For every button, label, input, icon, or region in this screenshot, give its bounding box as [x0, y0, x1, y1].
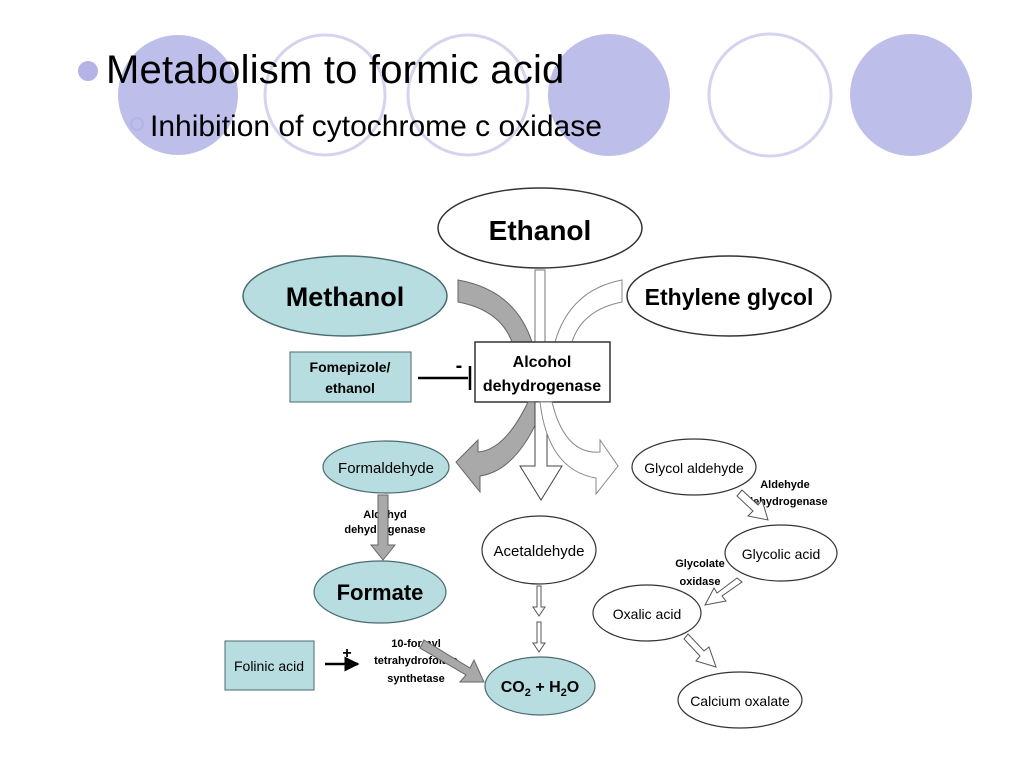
methanol-label: Methanol	[286, 282, 405, 312]
bullet-sub-text: Inhibition of cytochrome c oxidase	[150, 110, 602, 143]
bg-circle-5	[707, 32, 833, 158]
co2-h2o-node	[484, 656, 596, 716]
h2o-o: O	[567, 679, 579, 696]
synthetase-label-line3: synthetase	[387, 673, 444, 685]
bullet-dot-icon	[78, 60, 98, 81]
co2-text: CO	[501, 679, 525, 696]
methanol-to-adh-arrow	[457, 279, 533, 343]
formate-label: Formate	[337, 580, 424, 605]
bullet-ring-icon	[130, 117, 144, 131]
bg-circle-2	[263, 33, 387, 157]
folinic-acid-label: Folinic acid	[234, 658, 304, 674]
methanol-node	[242, 255, 448, 337]
oxalic-acid-label: Oxalic acid	[613, 606, 681, 622]
oxalic-to-calcium-arrow	[683, 633, 717, 668]
calcium-oxalate-label: Calcium oxalate	[690, 693, 790, 709]
adh-label-line2: dehydrogenase	[483, 378, 601, 395]
inhibit-sign: -	[456, 355, 463, 377]
ethylene-glycol-label: Ethylene glycol	[645, 284, 814, 310]
adh-to-glycol-aldehyde-arrow	[539, 401, 619, 496]
glycol-to-adh-arrow	[554, 279, 623, 343]
bullet-main: Metabolism to formic acid	[78, 48, 564, 93]
co2-h2o-label: CO2 + H2O	[501, 679, 580, 699]
oxalic-acid-node	[592, 584, 702, 642]
glycolic-acid-node	[724, 524, 838, 582]
bullet-main-text: Metabolism to formic acid	[106, 48, 565, 92]
glycolic-acid-label: Glycolic acid	[742, 546, 821, 562]
inhibitor-label-line2: ethanol	[325, 380, 375, 396]
bg-circle-3	[406, 33, 530, 157]
inhibitor-box	[289, 351, 412, 403]
acetaldehyde-to-co2-arrow-2	[532, 621, 546, 653]
glycolic-to-oxalic-arrow	[704, 577, 743, 606]
ethanol-label: Ethanol	[489, 215, 592, 246]
formate-to-co2-arrow	[419, 639, 485, 683]
formate-node	[313, 560, 447, 624]
glycol-aldehyde-node	[631, 438, 757, 496]
aldh-right-label-line2: dehydrogenase	[746, 496, 827, 508]
adh-box	[474, 341, 611, 403]
acetaldehyde-node	[481, 515, 597, 585]
bg-circle-1	[118, 35, 238, 155]
acetaldehyde-to-co2-arrow-1	[532, 585, 546, 617]
adh-label-line1: Alcohol	[513, 354, 572, 371]
ethanol-node	[437, 187, 643, 269]
acetaldehyde-label: Acetaldehyde	[494, 543, 585, 560]
glycol-aldehyde-to-glycolic-arrow	[736, 489, 769, 521]
h2o-subscript: 2	[561, 687, 567, 699]
bullet-sub: Inhibition of cytochrome c oxidase	[130, 110, 602, 144]
co2-subscript: 2	[525, 687, 531, 699]
inhibitor-label-line1: Fomepizole/	[310, 359, 391, 375]
glycol-aldehyde-label: Glycol aldehyde	[644, 460, 744, 476]
aldh-right-label-line1: Aldehyde	[760, 479, 810, 491]
promote-sign: +	[342, 645, 351, 662]
glycolate-label-line2: oxidase	[680, 576, 721, 588]
glycolate-label-line1: Glycolate	[675, 558, 725, 570]
calcium-oxalate-node	[677, 671, 803, 729]
bg-circle-6	[850, 34, 972, 156]
formaldehyde-to-formate-arrow	[369, 494, 397, 561]
formaldehyde-node	[322, 440, 450, 494]
co2-plus-h: + H	[531, 679, 561, 696]
folinic-acid-box	[224, 640, 315, 691]
formaldehyde-label: Formaldehyde	[338, 460, 434, 477]
bg-circle-4	[548, 34, 670, 156]
adh-to-formaldehyde-arrow	[455, 401, 546, 494]
ethylene-glycol-node	[626, 255, 832, 337]
ethanol-to-adh-arrow	[534, 269, 546, 343]
